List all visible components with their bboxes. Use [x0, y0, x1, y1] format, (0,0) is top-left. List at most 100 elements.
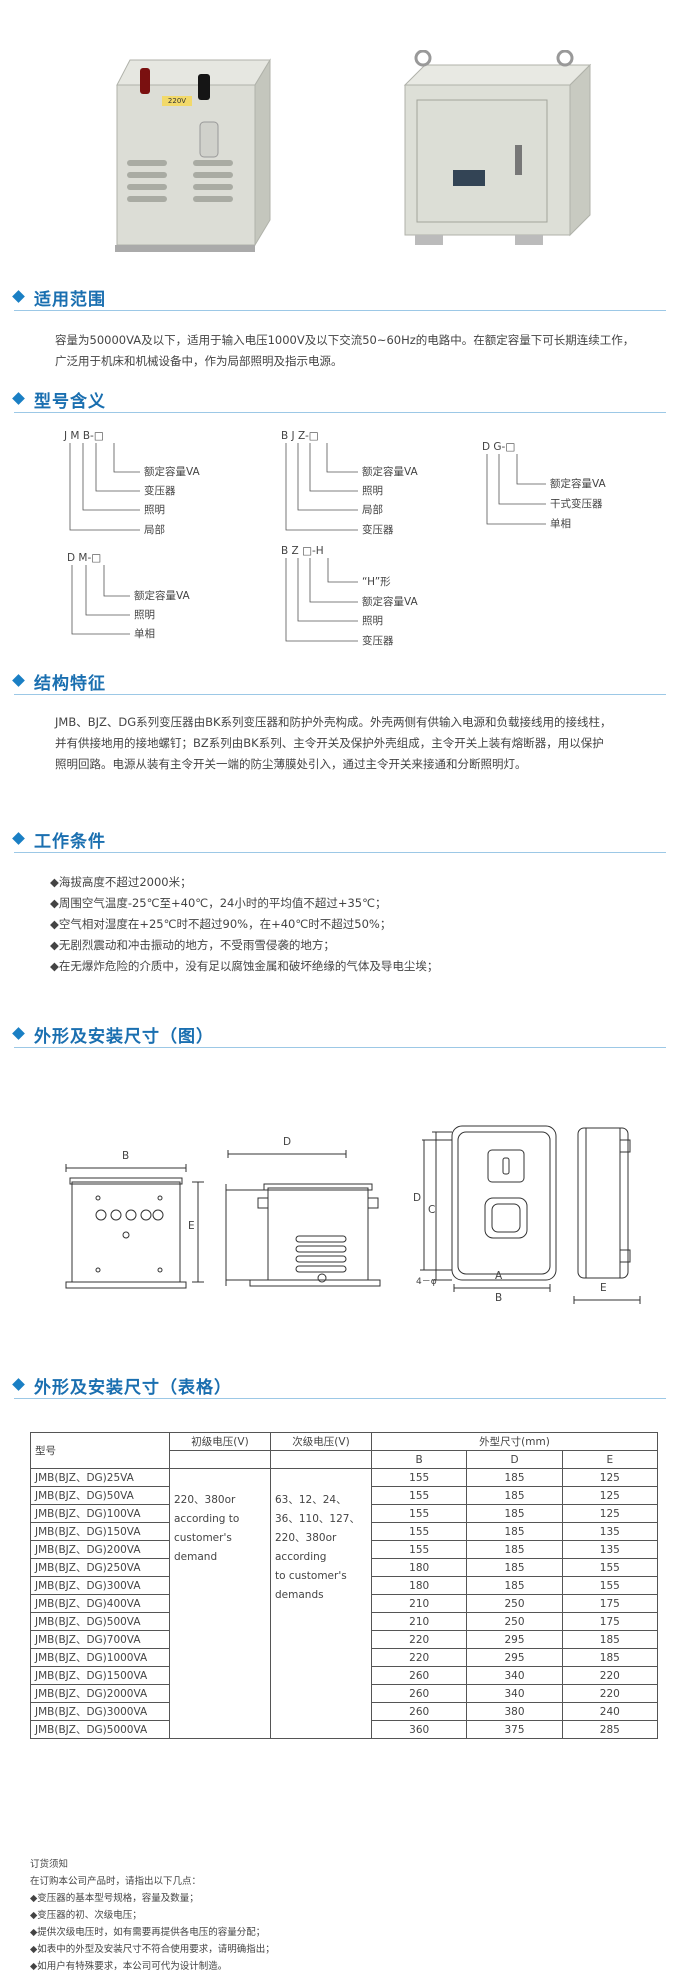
divider	[14, 310, 666, 311]
diamond-bullet-icon	[12, 392, 25, 405]
cell-model: JMB(BJZ、DG)150VA	[30, 1522, 170, 1541]
secondary-line: 220、380or	[275, 1532, 337, 1544]
divider	[14, 412, 666, 413]
cell-dim-D: 295	[466, 1648, 563, 1667]
section-title: 适用范围	[34, 290, 106, 310]
diamond-bullet-icon	[12, 1378, 25, 1391]
section-title: 工作条件	[34, 832, 106, 852]
cell-dim-E: 155	[561, 1558, 659, 1577]
cell-dim-D: 380	[466, 1702, 563, 1721]
diamond-bullet-icon	[12, 1027, 25, 1040]
section-header-dimensions-table: 外形及安装尺寸（表格）	[12, 1376, 666, 1400]
primary-line: demand	[174, 1551, 218, 1563]
condition-item: ◆海拔高度不超过2000米；	[50, 875, 192, 889]
condition-item: ◆在无爆炸危险的介质中，没有足以腐蚀金属和破坏绝缘的气体及导电尘埃；	[50, 959, 439, 973]
section-title: 外形及安装尺寸（表格）	[34, 1378, 232, 1398]
cell-dim-B: 180	[370, 1576, 468, 1595]
header-E: E	[561, 1450, 659, 1469]
header-B: B	[370, 1450, 468, 1469]
notes-line: ◆变压器的基本型号规格，容量及数量；	[30, 1893, 199, 1904]
notes-title: 订货须知	[30, 1859, 69, 1870]
terminal-black-icon	[198, 74, 210, 100]
cell-dim-B: 155	[370, 1522, 468, 1541]
cell-model: JMB(BJZ、DG)400VA	[30, 1594, 170, 1613]
cell-dim-E: 125	[561, 1486, 659, 1505]
divider	[14, 1398, 666, 1399]
order-notes: 订货须知 在订购本公司产品时，请指出以下几点： ◆变压器的基本型号规格，容量及数…	[30, 1856, 275, 1975]
cell-dim-E: 240	[561, 1702, 659, 1721]
header-model: 型号	[30, 1432, 170, 1469]
model-label: 额定容量VA	[134, 590, 190, 602]
cell-dim-D: 340	[466, 1666, 563, 1685]
model-label: 变压器	[362, 524, 394, 536]
voltage-label: 220V	[162, 96, 192, 106]
header-blank	[169, 1450, 271, 1469]
cell-dim-D: 185	[466, 1486, 563, 1505]
model-label: 干式变压器	[550, 498, 603, 510]
cell-dim-B: 260	[370, 1684, 468, 1703]
primary-line: according to	[174, 1513, 240, 1525]
cell-dim-E: 125	[561, 1468, 659, 1487]
dimension-drawing	[65, 1125, 641, 1304]
divider	[14, 852, 666, 853]
cell-model: JMB(BJZ、DG)25VA	[30, 1468, 170, 1487]
cell-model: JMB(BJZ、DG)5000VA	[30, 1720, 170, 1739]
cell-dim-B: 155	[370, 1486, 468, 1505]
section-header-structure: 结构特征	[12, 672, 666, 696]
cell-dim-E: 285	[561, 1720, 659, 1739]
cell-dim-E: 185	[561, 1648, 659, 1667]
cell-dim-D: 185	[466, 1558, 563, 1577]
header-secondary: 次级电压(V)	[270, 1432, 372, 1451]
structure-line: JMB、BJZ、DG系列变压器由BK系列变压器和防护外壳构成。外壳两侧有供输入电…	[55, 715, 612, 729]
model-label: 照明	[144, 504, 165, 516]
cell-model: JMB(BJZ、DG)2000VA	[30, 1684, 170, 1703]
primary-line: 220、380or	[174, 1494, 236, 1506]
cell-dim-D: 185	[466, 1468, 563, 1487]
section-header-dimensions-drawing: 外形及安装尺寸（图）	[12, 1025, 666, 1049]
scope-text: 容量为50000VA及以下，适用于输入电压1000V及以下交流50~60Hz的电…	[55, 330, 670, 372]
secondary-line: demands	[275, 1589, 324, 1601]
model-label: 额定容量VA	[550, 478, 606, 490]
diamond-bullet-icon	[12, 674, 25, 687]
cell-dim-B: 155	[370, 1540, 468, 1559]
dimensions-table: 型号 初级电压(V) 次级电压(V) 外型尺寸(mm) B D E JMB(BJ…	[30, 1432, 659, 1739]
cell-model: JMB(BJZ、DG)1500VA	[30, 1666, 170, 1685]
table-header-row: 型号 初级电压(V) 次级电压(V) 外型尺寸(mm)	[30, 1432, 658, 1469]
cell-dim-B: 360	[370, 1720, 468, 1739]
product-photo-left	[105, 40, 285, 255]
cell-dim-B: 260	[370, 1702, 468, 1721]
notes-line: ◆提供次级电压时，如有需要再提供各电压的容量分配；	[30, 1927, 266, 1938]
cell-model: JMB(BJZ、DG)100VA	[30, 1504, 170, 1523]
scope-line: 容量为50000VA及以下，适用于输入电压1000V及以下交流50~60Hz的电…	[55, 333, 635, 347]
secondary-line: according	[275, 1551, 327, 1563]
model-label: 额定容量VA	[362, 596, 418, 608]
cell-dim-E: 155	[561, 1576, 659, 1595]
cell-model: JMB(BJZ、DG)200VA	[30, 1540, 170, 1559]
cell-model: JMB(BJZ、DG)500VA	[30, 1612, 170, 1631]
cell-dim-D: 250	[466, 1594, 563, 1613]
model-label: 照明	[362, 615, 383, 627]
cell-model: JMB(BJZ、DG)300VA	[30, 1576, 170, 1595]
cell-dim-E: 135	[561, 1522, 659, 1541]
model-code-jmb: J M B-□	[64, 430, 104, 442]
section-header-conditions: 工作条件	[12, 830, 666, 854]
section-title: 型号含义	[34, 392, 106, 412]
cell-dim-D: 340	[466, 1684, 563, 1703]
structure-line: 照明回路。电源从装有主令开关一端的防尘薄膜处引入，通过主令开关来接通和分断照明灯…	[55, 757, 527, 771]
header-primary: 初级电压(V)	[169, 1432, 271, 1451]
dim-label-holes: 4－φ	[416, 1277, 437, 1287]
cell-dim-E: 220	[561, 1666, 659, 1685]
model-label: 变压器	[144, 485, 176, 497]
cell-dim-B: 180	[370, 1558, 468, 1577]
notes-line: ◆如用户有特殊要求，本公司可代为设计制造。	[30, 1961, 228, 1972]
dim-label-D: D	[283, 1136, 292, 1148]
cell-dim-D: 375	[466, 1720, 563, 1739]
model-label: 照明	[134, 609, 155, 621]
